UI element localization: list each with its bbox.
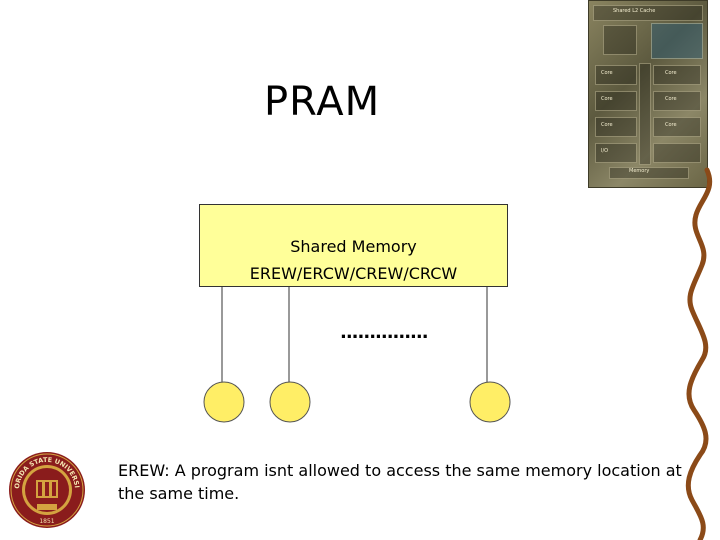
ellipsis-more-processors: ............... xyxy=(340,322,429,343)
chip-label: I/O xyxy=(601,148,609,154)
memory-access-models: EREW/ERCW/CREW/CRCW xyxy=(249,264,458,283)
chip-label: Core xyxy=(665,122,677,128)
chip-label: Core xyxy=(601,70,613,76)
caption-text: EREW: A program isnt allowed to access t… xyxy=(118,461,682,503)
chip-label: Core xyxy=(601,122,613,128)
processor-node xyxy=(203,381,245,423)
chip-label: Core xyxy=(601,96,613,102)
shared-memory-box: Shared Memory EREW/ERCW/CREW/CRCW xyxy=(199,204,508,287)
processor-node xyxy=(269,381,311,423)
chip-label: Core xyxy=(665,70,677,76)
processor-die-image: Shared L2 Cache Core Core Core Core Core… xyxy=(588,0,708,188)
svg-text:1851: 1851 xyxy=(39,518,54,525)
chip-label: Memory xyxy=(629,168,650,174)
chip-label: Core xyxy=(665,96,677,102)
fsu-seal-logo: FLORIDA STATE UNIVERSITY 1851 xyxy=(7,450,85,528)
decorative-wavy-line xyxy=(685,167,713,540)
chip-label: Shared L2 Cache xyxy=(613,8,656,14)
processor-node xyxy=(469,381,511,423)
shared-memory-label: Shared Memory xyxy=(290,237,417,256)
slide-title: PRAM xyxy=(264,79,381,125)
